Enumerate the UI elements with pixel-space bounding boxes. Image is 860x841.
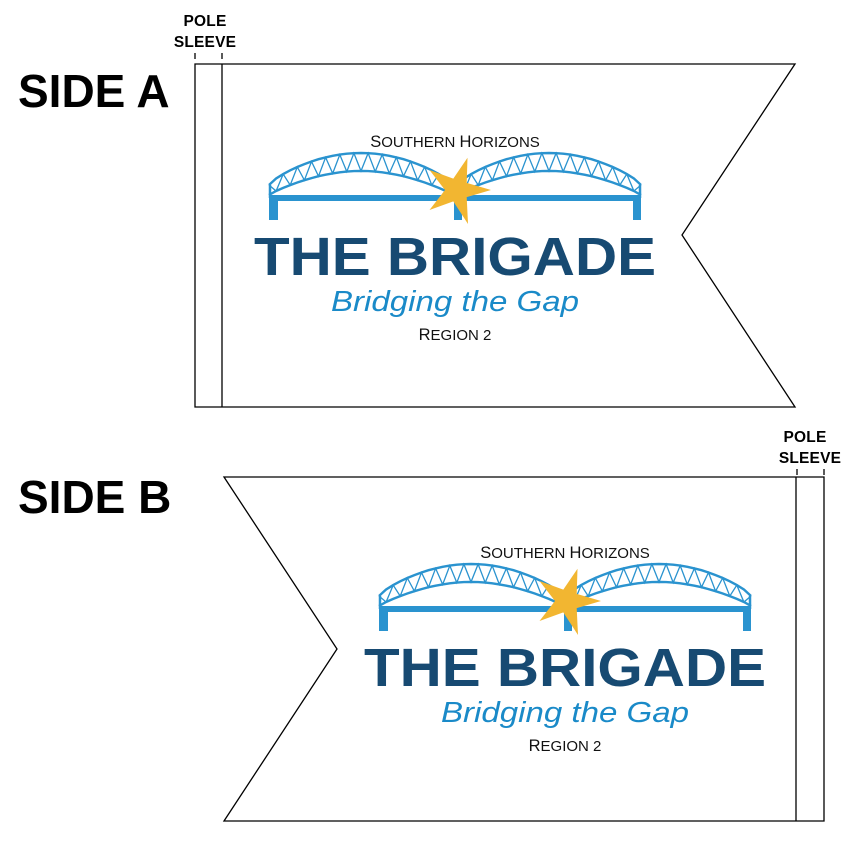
side-a-group: SIDE A POLE SLEEVE SOUTHERN HORIZONS THE …	[18, 13, 797, 408]
side-b-pole-sleeve-label: POLE SLEEVE	[779, 429, 841, 475]
logo-title: THE BRIGADE	[364, 638, 766, 698]
logo-region: REGION 2	[529, 737, 602, 755]
side-b-flag-outline	[222, 476, 825, 822]
side-a-flag-outline	[194, 63, 797, 408]
pole-sleeve-line2: SLEEVE	[174, 34, 236, 51]
side-b-group: SIDE B POLE SLEEVE SOUTHERN HORIZONS THE …	[18, 429, 841, 822]
logo-org-name: SOUTHERN HORIZONS	[480, 544, 650, 562]
pole-sleeve-line2: SLEEVE	[779, 450, 841, 467]
logo-region: REGION 2	[419, 326, 492, 344]
side-b-label: SIDE B	[18, 471, 171, 523]
logo-title: THE BRIGADE	[254, 227, 656, 287]
logo-tagline: Bridging the Gap	[331, 286, 579, 318]
star-icon	[429, 157, 491, 224]
side-a-label: SIDE A	[18, 65, 170, 117]
logo-org-name: SOUTHERN HORIZONS	[370, 133, 540, 151]
side-a-pole-sleeve-label: POLE SLEEVE	[174, 13, 236, 59]
logo-tagline: Bridging the Gap	[441, 697, 689, 729]
pole-sleeve-line1: POLE	[783, 429, 826, 446]
star-icon	[539, 568, 601, 635]
pole-sleeve-line1: POLE	[183, 13, 226, 30]
